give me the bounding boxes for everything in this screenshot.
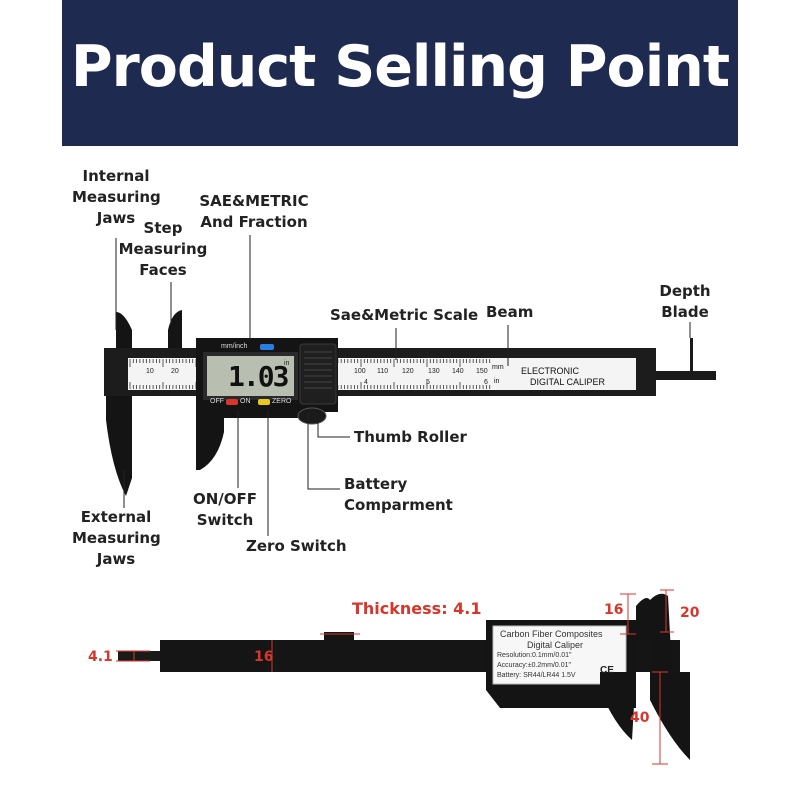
spec-accuracy: Accuracy:±0.2mm/0.01"	[497, 662, 572, 669]
spec-resolution: Resolution:0.1mm/0.01"	[497, 652, 572, 659]
dimension-blade-width: 4.1	[88, 649, 113, 665]
on-label: ON	[240, 398, 251, 405]
banner-title: Product Selling Point	[70, 34, 730, 100]
lcd-screen	[207, 356, 294, 396]
external-jaw-fixed	[106, 396, 132, 496]
spec-line-1: Carbon Fiber Composites	[500, 629, 603, 639]
unit-button-label: mm/inch	[221, 343, 248, 350]
in-mark: in	[494, 378, 500, 385]
dimension-beam-height: 16	[254, 649, 274, 665]
scale-number: 150	[476, 368, 488, 375]
label-beam: Beam	[486, 303, 534, 321]
side-depth-blade	[118, 651, 166, 661]
ce-mark-icon: CE	[600, 665, 614, 676]
on-button	[226, 399, 238, 405]
mm-mark: mm	[492, 364, 504, 371]
unit-button	[260, 344, 274, 350]
depth-blade	[640, 371, 716, 380]
label-scale: Sae&Metric Scale	[330, 306, 479, 324]
scale-number: 140	[452, 368, 464, 375]
scale-number: 100	[354, 368, 366, 375]
scale-number: 120	[402, 368, 414, 375]
battery-compartment	[299, 343, 337, 405]
dimension-thickness: Thickness: 4.1	[352, 599, 482, 618]
inch-number: 4	[364, 379, 368, 386]
external-jaw-slide	[196, 418, 224, 470]
beam-text-2: DIGITAL CALIPER	[530, 377, 606, 387]
label-thumb-roller: Thumb Roller	[354, 428, 467, 446]
title-banner: Product Selling Point	[62, 0, 738, 146]
label-zero-switch: Zero Switch	[246, 537, 347, 555]
lcd-unit: in	[284, 360, 290, 367]
scale-number: 10	[146, 368, 154, 375]
zero-button	[258, 399, 270, 405]
dimension-jaw-side: 20	[680, 605, 700, 621]
scale-number: 130	[428, 368, 440, 375]
thumb-roller	[297, 407, 327, 425]
scale-number: 20	[171, 368, 179, 375]
spec-line-2: Digital Caliper	[527, 640, 584, 650]
beam-text-1: ELECTRONIC	[521, 366, 580, 376]
side-jaw-upper	[636, 598, 650, 640]
inch-number: 5	[426, 379, 430, 386]
dimension-jaw-length: 40	[630, 710, 650, 726]
dimension-jaw-top: 16	[604, 602, 624, 618]
internal-jaw-fixed	[116, 312, 132, 348]
internal-jaw-slide	[168, 310, 182, 348]
lcd-reading: 1.03	[228, 360, 289, 393]
inch-number: 6	[484, 379, 488, 386]
zero-label: ZERO	[272, 398, 292, 405]
scale-number: 110	[377, 368, 389, 375]
spec-battery: Battery: SR44/LR44 1.5V	[497, 672, 576, 679]
off-label: OFF	[210, 398, 224, 405]
